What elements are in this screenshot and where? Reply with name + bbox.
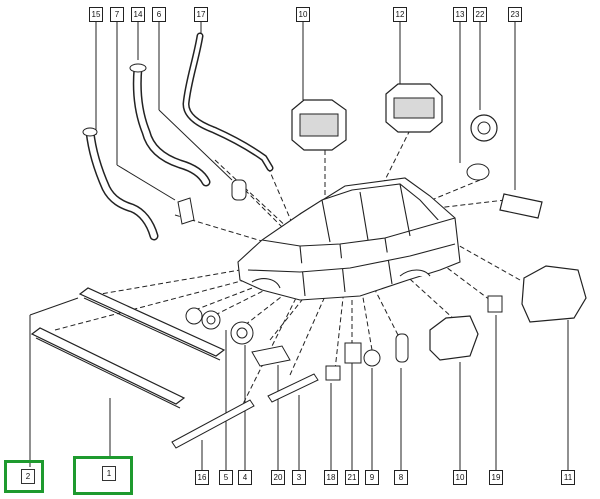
callout-16[interactable]: 16: [195, 470, 209, 485]
callout-3[interactable]: 3: [292, 470, 306, 485]
callout-10-bottom[interactable]: 10: [453, 470, 467, 485]
callout-6[interactable]: 6: [152, 7, 166, 22]
callout-8[interactable]: 8: [394, 470, 408, 485]
callout-23[interactable]: 23: [508, 7, 522, 22]
callout-15[interactable]: 15: [89, 7, 103, 22]
callout-22[interactable]: 22: [473, 7, 487, 22]
callout-9[interactable]: 9: [365, 470, 379, 485]
callout-2[interactable]: 2: [21, 469, 35, 484]
callout-7[interactable]: 7: [110, 7, 124, 22]
callout-13[interactable]: 13: [453, 7, 467, 22]
callout-21[interactable]: 21: [345, 470, 359, 485]
callout-11[interactable]: 11: [561, 470, 575, 485]
callout-10-top[interactable]: 10: [296, 7, 310, 22]
callout-4[interactable]: 4: [238, 470, 252, 485]
callout-14[interactable]: 14: [131, 7, 145, 22]
callout-12[interactable]: 12: [393, 7, 407, 22]
callout-19[interactable]: 19: [489, 470, 503, 485]
callout-18[interactable]: 18: [324, 470, 338, 485]
callout-17[interactable]: 17: [194, 7, 208, 22]
callout-1[interactable]: 1: [102, 466, 116, 481]
callout-20[interactable]: 20: [271, 470, 285, 485]
callout-5[interactable]: 5: [219, 470, 233, 485]
